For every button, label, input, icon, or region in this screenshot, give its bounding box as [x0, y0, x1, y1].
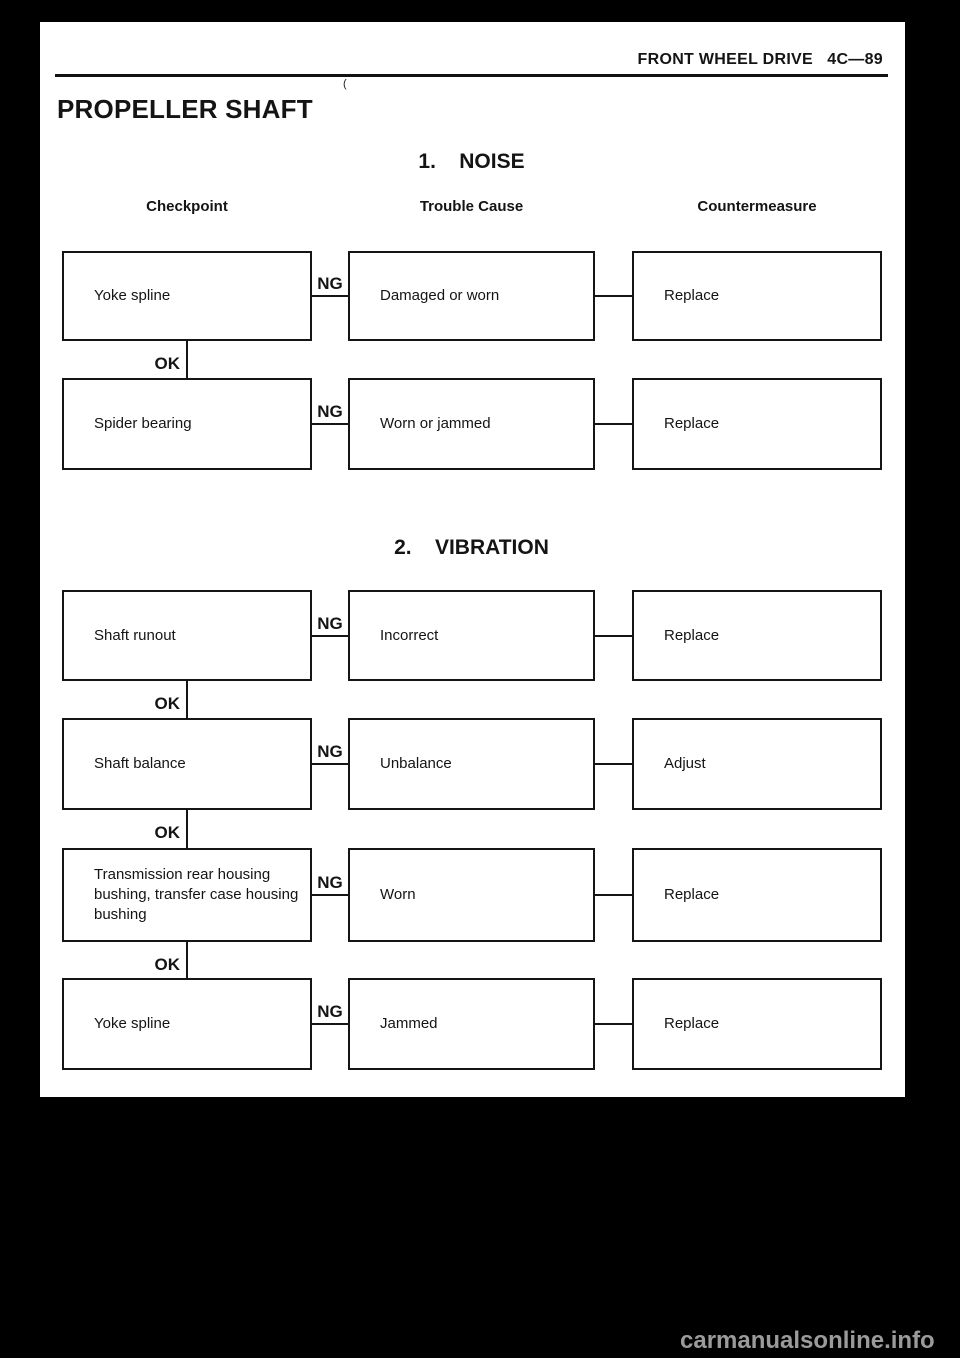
section-title-noise: 1. NOISE — [418, 150, 525, 173]
page-header: FRONT WHEEL DRIVE 4C—89 — [637, 51, 883, 68]
ok-connector: OK — [40, 341, 905, 378]
countermeasure-label: Replace — [664, 287, 720, 304]
trouble-cause-box: Incorrect — [348, 590, 595, 681]
ng-connector-line — [312, 423, 348, 425]
checkpoint-box: Yoke spline — [62, 978, 312, 1070]
ng-label: NG — [317, 742, 343, 761]
countermeasure-connector-line — [595, 763, 632, 765]
checkpoint-box: Spider bearing — [62, 378, 312, 470]
ok-label: OK — [154, 354, 181, 373]
ng-label: NG — [317, 1002, 343, 1021]
checkpoint-label: Transmission rear housing bushing, trans… — [94, 866, 299, 923]
checkpoint-label: Yoke spline — [94, 287, 171, 304]
ng-label: NG — [317, 402, 343, 421]
ok-connector-line — [186, 810, 188, 848]
column-header-countermeasure: Countermeasure — [697, 198, 817, 215]
trouble-cause-box: Unbalance — [348, 718, 595, 810]
countermeasure-box: Replace — [632, 978, 882, 1070]
countermeasure-label: Adjust — [664, 755, 706, 772]
trouble-cause-box: Worn or jammed — [348, 378, 595, 470]
countermeasure-connector-line — [595, 894, 632, 896]
checkpoint-label: Shaft runout — [94, 626, 176, 644]
page-sheet: FRONT WHEEL DRIVE 4C—89 ( PROPELLER SHAF… — [40, 22, 905, 1097]
trouble-cause-label: Jammed — [380, 1015, 438, 1032]
flow-row: Shaft balance NG Unbalance Adjust — [40, 718, 905, 810]
ok-connector: OK — [40, 681, 905, 718]
trouble-cause-label: Damaged or worn — [380, 287, 500, 304]
countermeasure-label: Replace — [664, 1015, 720, 1032]
trouble-cause-box: Damaged or worn — [348, 251, 595, 341]
column-header-checkpoint: Checkpoint — [146, 198, 228, 215]
checkpoint-label: Spider bearing — [94, 415, 192, 432]
checkpoint-box: Shaft balance — [62, 718, 312, 810]
watermark-text: carmanualsonline.info — [680, 1327, 935, 1354]
ng-connector-line — [312, 1023, 348, 1025]
checkpoint-label: Shaft balance — [94, 755, 186, 772]
countermeasure-connector-line — [595, 1023, 632, 1025]
ng-label: NG — [317, 873, 343, 892]
trouble-cause-label: Worn or jammed — [380, 415, 491, 432]
ok-connector-line — [186, 341, 188, 378]
trouble-cause-label: Unbalance — [380, 755, 452, 772]
countermeasure-box: Replace — [632, 378, 882, 470]
countermeasure-box: Adjust — [632, 718, 882, 810]
scan-artifact-mark: ( — [343, 78, 347, 90]
countermeasure-label: Replace — [664, 415, 720, 432]
ng-label: NG — [317, 274, 343, 293]
section-title-vibration: 2. VIBRATION — [394, 536, 549, 559]
header-divider — [55, 74, 888, 77]
countermeasure-box: Replace — [632, 590, 882, 681]
countermeasure-connector-line — [595, 295, 632, 297]
flow-row: Shaft runout NG Incorrect Replace — [40, 590, 905, 681]
trouble-cause-label: Incorrect — [380, 626, 439, 644]
trouble-cause-box: Jammed — [348, 978, 595, 1070]
ok-connector-line — [186, 942, 188, 978]
column-header-trouble-cause: Trouble Cause — [419, 198, 524, 215]
checkpoint-box: Transmission rear housing bushing, trans… — [62, 848, 312, 942]
ok-connector-line — [186, 681, 188, 718]
ng-connector-line — [312, 894, 348, 896]
checkpoint-label: Yoke spline — [94, 1015, 171, 1032]
page-title: PROPELLER SHAFT — [57, 94, 313, 124]
flow-row: Spider bearing NG Worn or jammed Replace — [40, 378, 905, 470]
ng-connector-line — [312, 295, 348, 297]
ng-label: NG — [317, 613, 343, 633]
ok-label: OK — [154, 694, 181, 713]
ok-label: OK — [154, 823, 181, 842]
flow-row: Yoke spline NG Jammed Replace — [40, 978, 905, 1070]
countermeasure-connector-line — [595, 423, 632, 425]
ng-connector-line — [312, 634, 348, 637]
flow-row: Transmission rear housing bushing, trans… — [40, 848, 905, 942]
checkpoint-box: Shaft runout — [62, 590, 312, 681]
ok-connector: OK — [40, 942, 905, 978]
trouble-cause-box: Worn — [348, 848, 595, 942]
countermeasure-label: Replace — [664, 886, 720, 903]
ok-label: OK — [154, 955, 181, 974]
flow-row: Yoke spline NG Damaged or worn Replace — [40, 251, 905, 341]
countermeasure-connector-line — [595, 634, 632, 637]
countermeasure-label: Replace — [664, 626, 720, 644]
checkpoint-box: Yoke spline — [62, 251, 312, 341]
ng-connector-line — [312, 763, 348, 765]
countermeasure-box: Replace — [632, 251, 882, 341]
trouble-cause-label: Worn — [380, 886, 416, 903]
countermeasure-box: Replace — [632, 848, 882, 942]
ok-connector: OK — [40, 810, 905, 848]
